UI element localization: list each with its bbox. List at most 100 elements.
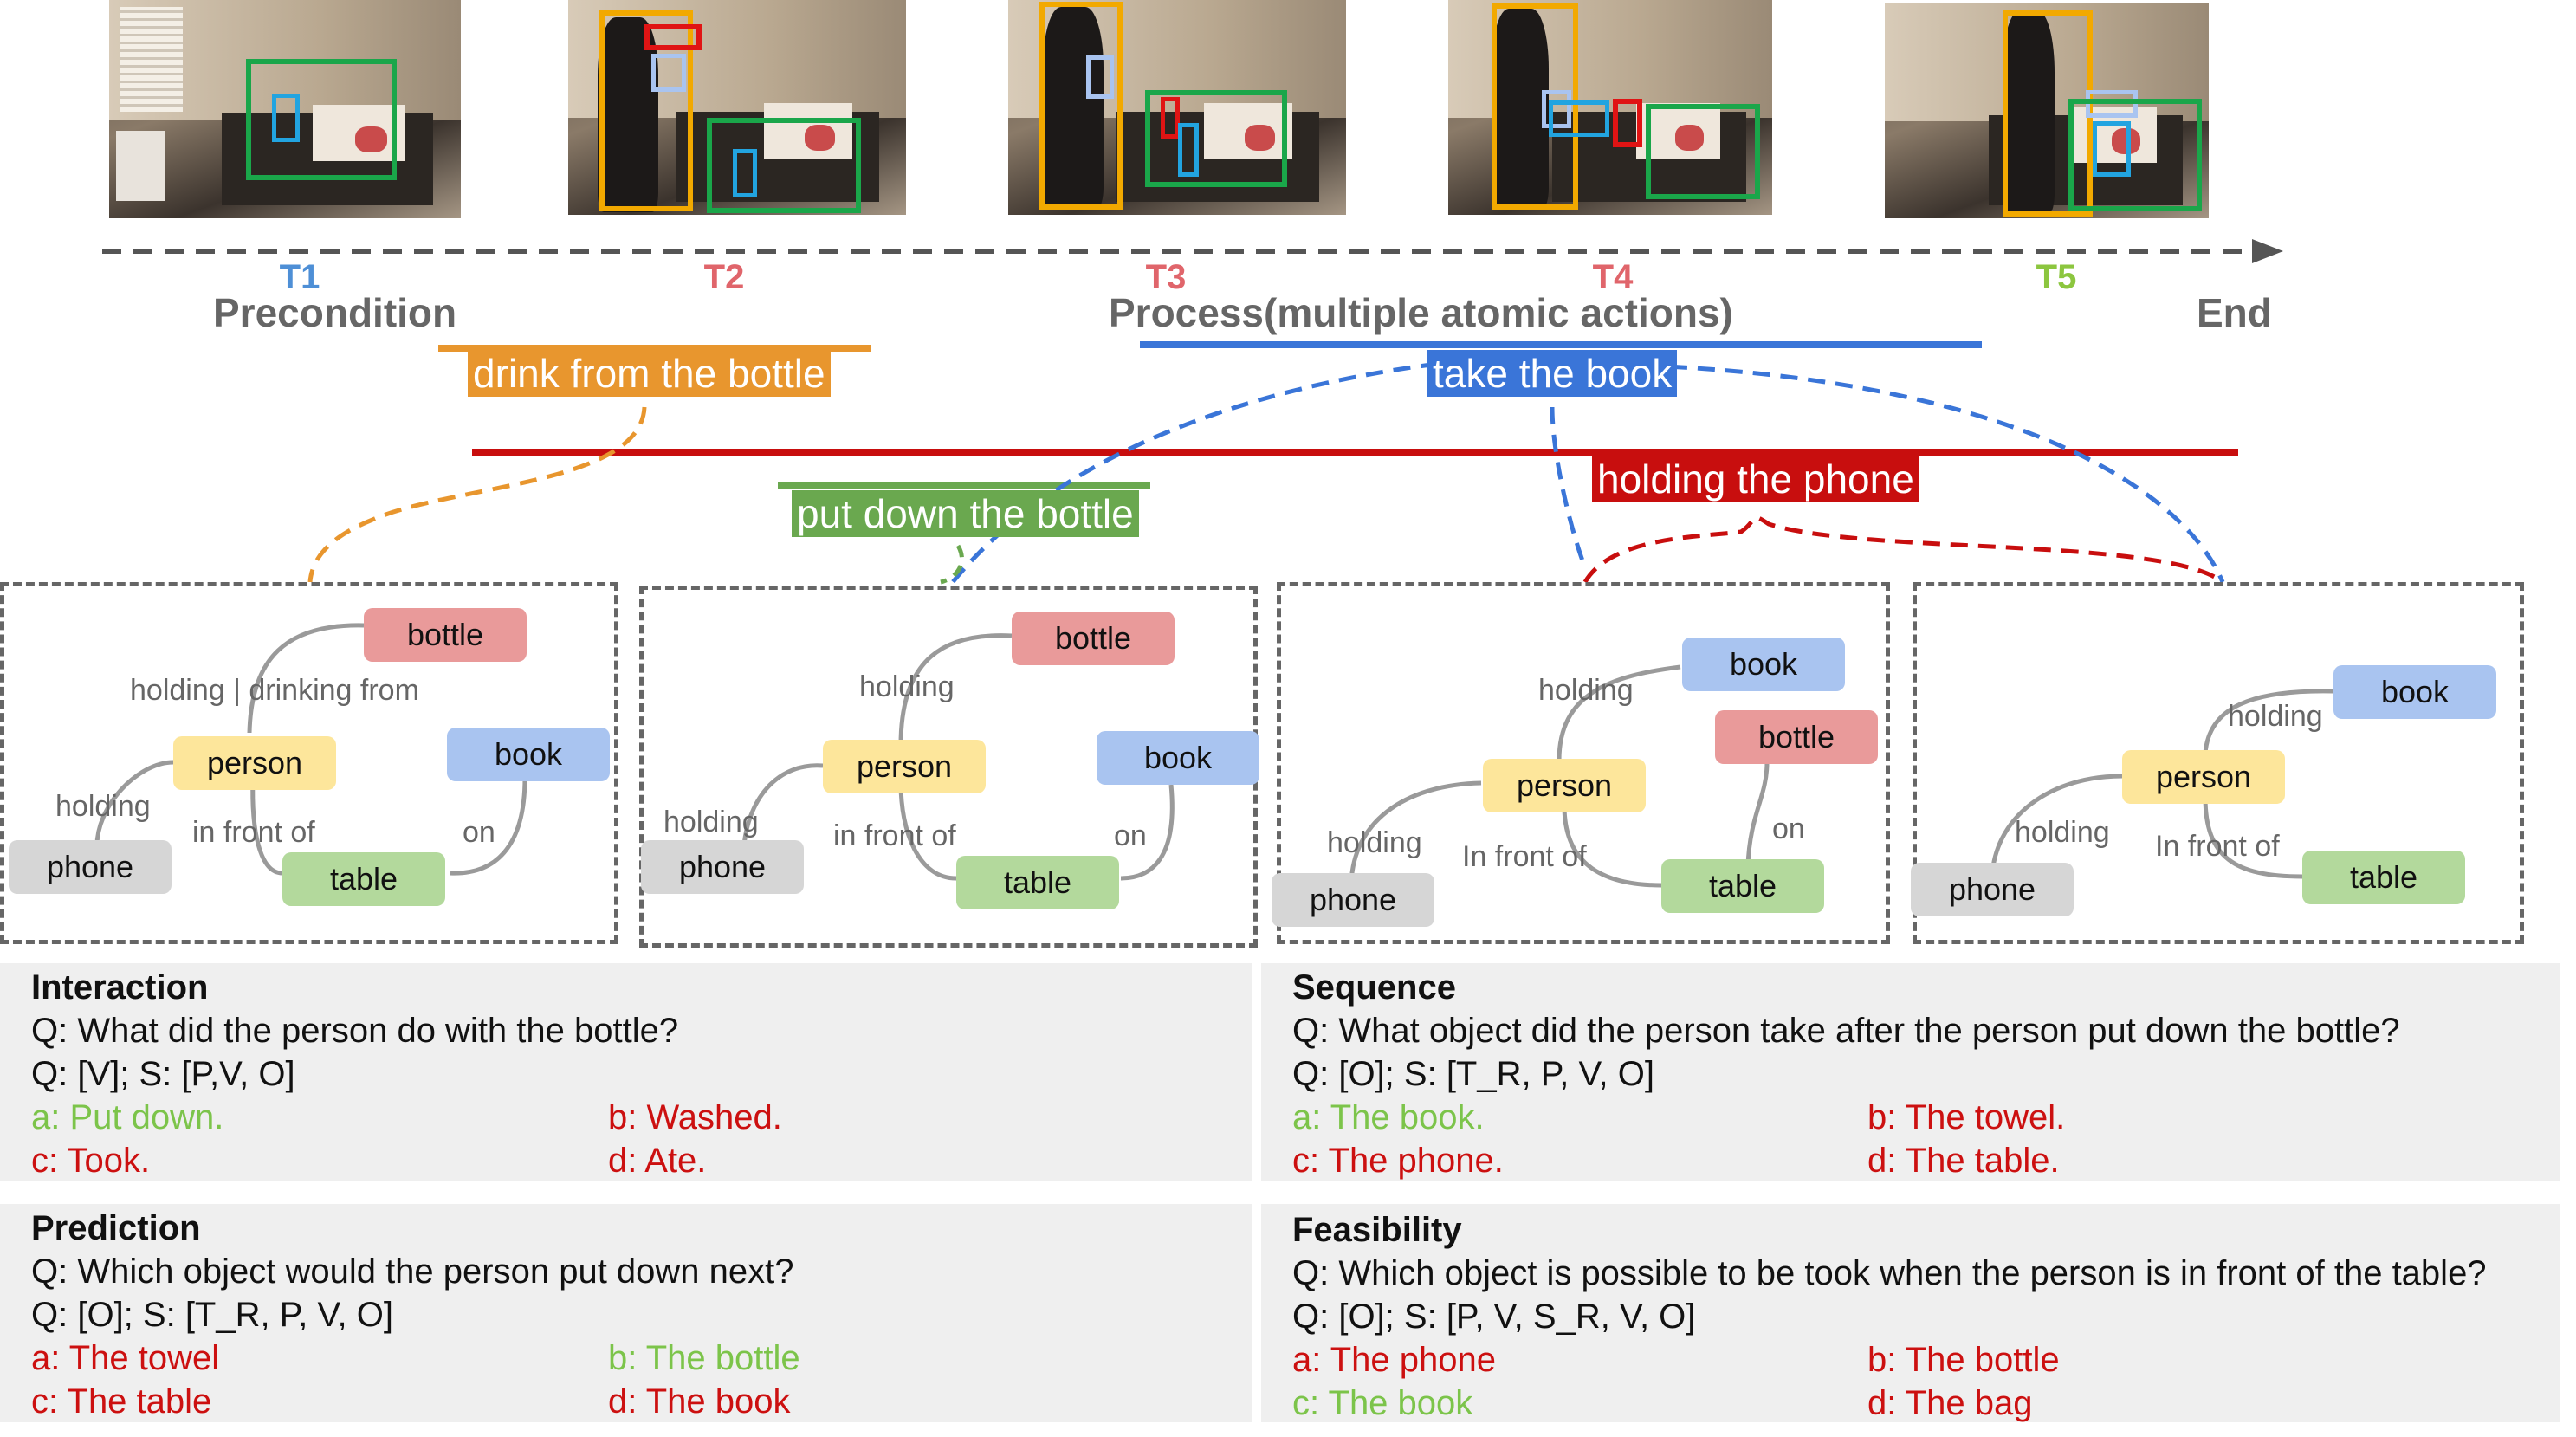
interaction-question: Q: What did the person do with the bottl… <box>31 1012 679 1050</box>
action-put-down-bottle: put down the bottle <box>792 490 1139 537</box>
prediction-answer-c: c: The table <box>31 1382 212 1421</box>
node-table: table <box>2302 851 2465 904</box>
video-frame-t4 <box>1448 0 1772 215</box>
tick-label-t4: T4 <box>1592 258 1634 296</box>
interaction-answer-d: d: Ate. <box>608 1142 707 1180</box>
feasibility-title: Feasibility <box>1292 1211 1462 1249</box>
tick-label-t5: T5 <box>2036 258 2077 296</box>
video-frame-t1 <box>109 0 461 218</box>
sequence-answer-d: d: The table. <box>1867 1142 2060 1180</box>
question-box-sequence <box>1261 963 2560 1181</box>
relation-holding-drinking: holding | drinking from <box>130 674 419 707</box>
bbox-table <box>1646 104 1760 199</box>
bbox-phone <box>2093 121 2131 177</box>
bbox-phone-highlight <box>651 54 686 92</box>
node-phone: phone <box>641 840 804 894</box>
question-box-feasibility <box>1261 1204 2560 1422</box>
question-box-interaction <box>0 963 1252 1181</box>
bbox-bottle <box>1542 90 1571 128</box>
bbox-book <box>2086 90 2138 118</box>
interaction-answer-a: a: Put down. <box>31 1098 224 1136</box>
bbox-person <box>1039 2 1123 210</box>
action-holding-phone: holding the phone <box>1592 456 1919 502</box>
relation-in-front-of: in front of <box>833 819 956 852</box>
node-phone: phone <box>1911 863 2074 916</box>
scene-graph-panel-3 <box>1277 582 1890 944</box>
relation-on: on <box>1772 812 1805 845</box>
node-bottle: bottle <box>364 608 527 662</box>
prediction-title: Prediction <box>31 1209 201 1247</box>
prediction-answer-b: b: The bottle <box>608 1339 800 1377</box>
connector-take-right <box>1558 361 2225 583</box>
sequence-structure: Q: [O]; S: [T_R, P, V, O] <box>1292 1055 1654 1093</box>
scene-graph-panel-1 <box>0 582 618 944</box>
tick-label-t1: T1 <box>279 258 320 296</box>
bbox-book <box>1161 97 1180 139</box>
bbox-table <box>2068 99 2202 211</box>
bbox-table <box>1145 90 1287 187</box>
relation-in-front-of: in front of <box>192 816 315 849</box>
feasibility-answer-b: b: The bottle <box>1867 1341 2060 1379</box>
relation-holding-book: holding <box>2228 700 2323 733</box>
interaction-answer-c: c: Took. <box>31 1142 151 1180</box>
bbox-phone <box>1178 123 1199 177</box>
prediction-structure: Q: [O]; S: [T_R, P, V, O] <box>31 1296 393 1334</box>
node-table: table <box>1661 859 1824 913</box>
graph-edges-1 <box>94 623 527 876</box>
feasibility-answer-c: c: The book <box>1292 1384 1473 1422</box>
node-phone: phone <box>9 840 172 894</box>
feasibility-answer-d: d: The bag <box>1867 1384 2033 1422</box>
interaction-answer-b: b: Washed. <box>608 1098 782 1136</box>
action-take-book: take the book <box>1427 350 1678 397</box>
prediction-answer-d: d: The book <box>608 1382 791 1421</box>
bbox-phone <box>733 149 757 197</box>
tick-label-t2: T2 <box>703 258 745 296</box>
feasibility-answer-a: a: The phone <box>1292 1341 1497 1379</box>
relation-holding-phone: holding <box>1327 826 1422 859</box>
connector-phone <box>1582 515 2224 584</box>
relation-in-front-of: In front of <box>2155 830 2280 863</box>
bbox-person <box>599 10 693 211</box>
feasibility-question: Q: Which object is possible to be took w… <box>1292 1254 2487 1292</box>
relation-holding-book: holding <box>1538 674 1634 707</box>
node-book: book <box>1097 731 1259 785</box>
node-person: person <box>2122 750 2285 804</box>
connector-drink <box>307 406 647 583</box>
relation-in-front-of: In front of <box>1462 840 1587 873</box>
node-book: book <box>1682 638 1845 691</box>
prediction-question: Q: Which object would the person put dow… <box>31 1253 794 1291</box>
bbox-phone <box>1549 100 1609 137</box>
connector-take-left <box>951 361 1439 584</box>
phase-process: Process(multiple atomic actions) <box>1109 290 1733 335</box>
node-book: book <box>2333 665 2496 719</box>
connector-take-mid <box>1550 406 1586 564</box>
video-frame-t3 <box>1008 0 1346 215</box>
feasibility-structure: Q: [O]; S: [P, V, S_R, V, O] <box>1292 1298 1696 1336</box>
connector-put-down <box>940 544 964 585</box>
bbox-table <box>707 118 861 213</box>
sequence-title: Sequence <box>1292 968 1456 1007</box>
graph-edges-2 <box>741 633 1175 881</box>
node-phone: phone <box>1272 873 1434 927</box>
interaction-structure: Q: [V]; S: [P,V, O] <box>31 1055 295 1093</box>
node-person: person <box>1483 759 1646 812</box>
interaction-title: Interaction <box>31 968 209 1007</box>
relation-holding: holding <box>55 790 151 823</box>
relation-on: on <box>463 816 495 849</box>
phase-end: End <box>2197 290 2272 335</box>
bbox-bottle <box>1086 55 1114 99</box>
scene-graph-panel-4 <box>1913 582 2524 944</box>
bbox-phone <box>272 94 300 142</box>
video-frame-t2 <box>568 0 906 215</box>
relation-holding-bottle: holding <box>859 670 955 703</box>
sequence-answer-a: a: The book. <box>1292 1098 1485 1136</box>
bbox-table <box>246 59 397 180</box>
node-bottle: bottle <box>1715 710 1878 764</box>
phase-precondition: Precondition <box>213 290 457 335</box>
node-table: table <box>282 852 445 906</box>
bbox-person <box>1492 3 1578 210</box>
question-box-prediction <box>0 1204 1252 1422</box>
video-frame-t5 <box>1885 3 2209 218</box>
graph-edges-3 <box>1349 664 1770 888</box>
timeline-arrowhead <box>2252 239 2283 263</box>
